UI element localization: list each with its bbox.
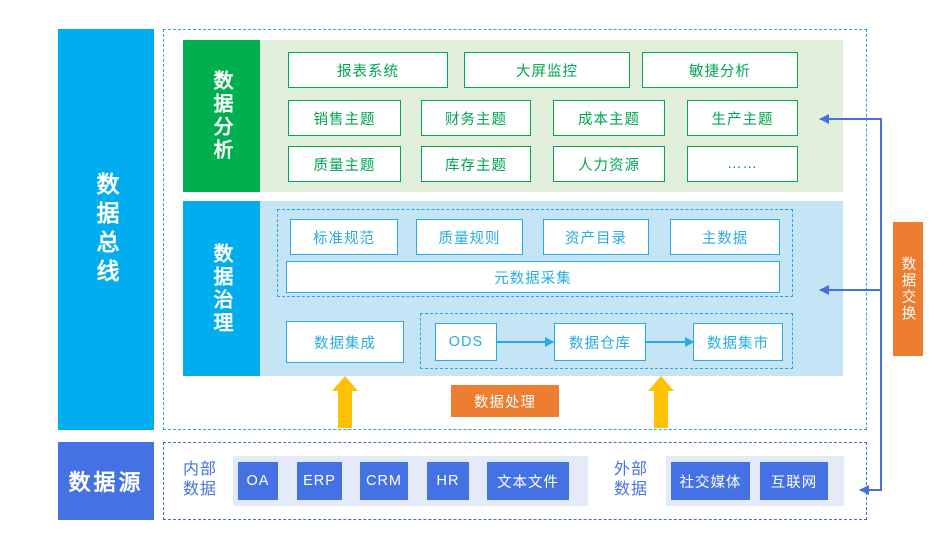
data-bus-bar: 数据总线 bbox=[58, 29, 154, 430]
source-chip-oa[interactable]: OA bbox=[238, 462, 278, 500]
arrow-warehouse-to-mart-icon bbox=[646, 337, 694, 347]
data-analysis-header-label: 数据分析 bbox=[210, 70, 232, 162]
data-analysis-header: 数据分析 bbox=[183, 40, 260, 192]
box-label: 元数据采集 bbox=[494, 270, 572, 287]
source-chip-internet[interactable]: 互联网 bbox=[760, 462, 828, 500]
exchange-connector-vertical bbox=[880, 118, 882, 490]
source-chip-hr[interactable]: HR bbox=[427, 462, 469, 500]
source-chip-erp[interactable]: ERP bbox=[297, 462, 342, 500]
analysis-box-report-system[interactable]: 报表系统 bbox=[288, 52, 448, 88]
governance-box-master-data[interactable]: 主数据 bbox=[670, 219, 780, 255]
data-exchange-label: 数据交换 bbox=[899, 256, 916, 322]
box-label: 财务主题 bbox=[445, 111, 507, 128]
analysis-box-finance-theme[interactable]: 财务主题 bbox=[421, 100, 531, 136]
box-label: 敏捷分析 bbox=[689, 63, 751, 80]
warehouse-box-data-mart[interactable]: 数据集市 bbox=[693, 323, 783, 361]
data-source-bar: 数据源 bbox=[58, 442, 154, 520]
box-label: 质量规则 bbox=[438, 230, 501, 247]
data-bus-label: 数据总线 bbox=[93, 171, 119, 288]
external-data-label-line1: 外部 bbox=[613, 461, 648, 478]
chip-label: 社交媒体 bbox=[679, 474, 742, 491]
analysis-box-cost-theme[interactable]: 成本主题 bbox=[553, 100, 665, 136]
internal-data-label-line1: 内部 bbox=[182, 461, 217, 478]
box-label: 库存主题 bbox=[445, 157, 507, 174]
warehouse-chain-frame bbox=[420, 313, 793, 369]
box-label: 生产主题 bbox=[711, 111, 774, 128]
governance-box-quality-rules[interactable]: 质量规则 bbox=[416, 219, 523, 255]
external-data-label-line2: 数据 bbox=[613, 481, 648, 498]
chip-label: 文本文件 bbox=[497, 474, 559, 491]
box-label: 质量主题 bbox=[313, 157, 376, 174]
analysis-box-more[interactable]: …… bbox=[687, 146, 798, 182]
governance-box-metadata-collection[interactable]: 元数据采集 bbox=[286, 261, 780, 293]
arrow-ods-to-warehouse-icon bbox=[497, 337, 554, 347]
chip-label: CRM bbox=[365, 473, 403, 489]
data-source-label-text: 数据源 bbox=[68, 470, 144, 495]
chip-label: ERP bbox=[303, 473, 336, 489]
exchange-connector-to-governance bbox=[819, 285, 882, 295]
box-label: 资产目录 bbox=[565, 230, 627, 247]
analysis-box-quality-theme[interactable]: 质量主题 bbox=[288, 146, 401, 182]
governance-box-standard-spec[interactable]: 标准规范 bbox=[290, 219, 398, 255]
box-label: 销售主题 bbox=[313, 111, 376, 128]
analysis-box-human-resources[interactable]: 人力资源 bbox=[553, 146, 665, 182]
up-arrow-internal-to-governance-icon bbox=[332, 376, 358, 428]
box-label: 报表系统 bbox=[337, 63, 399, 80]
box-label: ODS bbox=[448, 334, 484, 350]
source-chip-social-media[interactable]: 社交媒体 bbox=[671, 462, 750, 500]
source-chip-text-files[interactable]: 文本文件 bbox=[487, 462, 569, 500]
box-label: 主数据 bbox=[701, 230, 749, 247]
data-processing-label: 数据处理 bbox=[474, 394, 536, 411]
data-governance-header-label: 数据治理 bbox=[210, 242, 232, 335]
external-data-label: 外部 数据 bbox=[601, 460, 661, 500]
warehouse-box-ods[interactable]: ODS bbox=[435, 323, 497, 361]
analysis-box-agile-analysis[interactable]: 敏捷分析 bbox=[642, 52, 798, 88]
analysis-box-inventory-theme[interactable]: 库存主题 bbox=[421, 146, 531, 182]
internal-data-label-line2: 数据 bbox=[182, 481, 217, 498]
box-label: 数据集成 bbox=[314, 335, 376, 352]
metadata-group-frame bbox=[277, 209, 793, 297]
box-label: 成本主题 bbox=[578, 111, 640, 128]
governance-box-data-integration[interactable]: 数据集成 bbox=[286, 321, 404, 363]
box-label: 大屏监控 bbox=[516, 63, 578, 80]
data-exchange-tag[interactable]: 数据交换 bbox=[893, 222, 923, 356]
box-label: 数据仓库 bbox=[569, 335, 631, 352]
chip-label: HR bbox=[436, 473, 460, 489]
analysis-box-production-theme[interactable]: 生产主题 bbox=[687, 100, 798, 136]
exchange-connector-to-analysis bbox=[819, 114, 882, 124]
chip-label: 互联网 bbox=[770, 474, 818, 491]
box-label: 数据集市 bbox=[707, 335, 769, 352]
governance-box-asset-catalog[interactable]: 资产目录 bbox=[543, 219, 649, 255]
box-label: 人力资源 bbox=[578, 157, 640, 174]
box-label: …… bbox=[727, 156, 758, 172]
internal-data-label: 内部 数据 bbox=[170, 460, 230, 500]
data-processing-tag[interactable]: 数据处理 bbox=[451, 385, 559, 417]
platform-frame bbox=[163, 29, 867, 430]
warehouse-box-data-warehouse[interactable]: 数据仓库 bbox=[554, 323, 646, 361]
source-chip-crm[interactable]: CRM bbox=[360, 462, 408, 500]
box-label: 标准规范 bbox=[313, 230, 375, 247]
data-governance-header: 数据治理 bbox=[183, 201, 260, 376]
exchange-connector-to-source bbox=[859, 485, 882, 495]
up-arrow-external-to-governance-icon bbox=[648, 376, 674, 428]
analysis-box-sales-theme[interactable]: 销售主题 bbox=[288, 100, 401, 136]
chip-label: OA bbox=[246, 473, 270, 489]
data-source-frame bbox=[163, 442, 867, 520]
analysis-box-big-screen-monitor[interactable]: 大屏监控 bbox=[464, 52, 630, 88]
